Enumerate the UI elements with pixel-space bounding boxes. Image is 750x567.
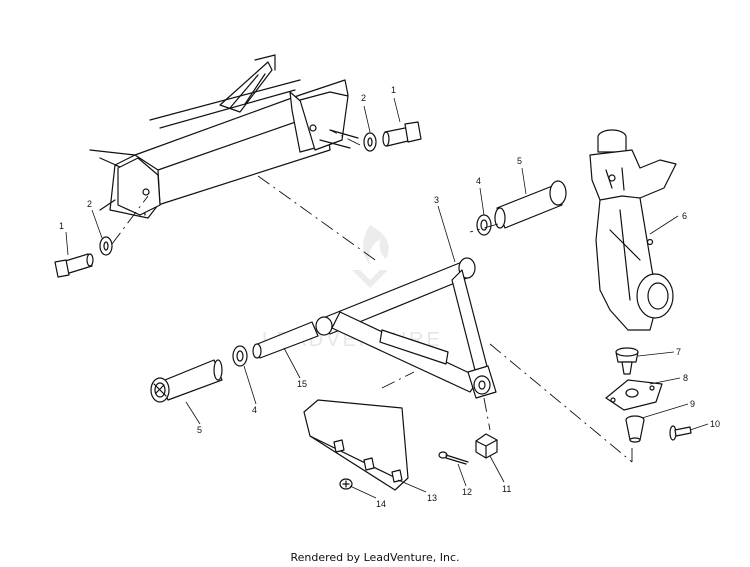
- frame-assembly: [89, 54, 359, 219]
- callout-4-lower: 4: [252, 405, 257, 415]
- callout-13: 13: [427, 493, 437, 503]
- callout-15: 15: [297, 379, 307, 389]
- washer-4-upper: [476, 214, 492, 236]
- ball-joint: [615, 347, 639, 375]
- callout-14: 14: [376, 499, 386, 509]
- callouts: 2 1 1 2 3 4 5 6 7 8 9 10 11 12 13 14 15 …: [59, 85, 720, 509]
- pivot-shaft-5-lower: [150, 359, 223, 403]
- spindle: [589, 129, 677, 331]
- retainer-plate: [605, 379, 663, 411]
- callout-12: 12: [462, 487, 472, 497]
- callout-5-lower: 5: [197, 425, 202, 435]
- a-arm: [315, 257, 497, 399]
- callout-3: 3: [434, 195, 439, 205]
- washer-2-lower: [99, 236, 113, 256]
- cotter-pin: [438, 451, 469, 465]
- washer-2-upper: [363, 132, 377, 152]
- render-credit: Rendered by LeadVenture, Inc.: [290, 551, 460, 564]
- callout-8: 8: [683, 373, 688, 383]
- assembly-centerlines: [111, 129, 633, 463]
- screw-14: [339, 478, 353, 490]
- callout-5-upper: 5: [517, 156, 522, 166]
- callout-4-upper: 4: [476, 176, 481, 186]
- pivot-shaft-5-upper: [494, 180, 567, 229]
- leader-lines: [65, 97, 709, 499]
- callout-2-upper: 2: [361, 93, 366, 103]
- callout-2-lower: 2: [87, 199, 92, 209]
- skid-plate: [303, 399, 409, 491]
- washer-4-lower: [232, 345, 248, 367]
- bolt-1-lower: [54, 253, 94, 278]
- callout-6: 6: [682, 211, 687, 221]
- bolt-1-upper: [382, 121, 422, 147]
- boot: [625, 415, 645, 443]
- callout-9: 9: [690, 399, 695, 409]
- castle-nut: [475, 433, 498, 459]
- bolt-10: [669, 425, 692, 441]
- tube-15: [252, 321, 319, 359]
- callout-1-lower: 1: [59, 221, 64, 231]
- callout-11: 11: [502, 484, 511, 494]
- callout-10: 10: [710, 419, 720, 429]
- callout-7: 7: [676, 347, 681, 357]
- callout-1-upper: 1: [391, 85, 396, 95]
